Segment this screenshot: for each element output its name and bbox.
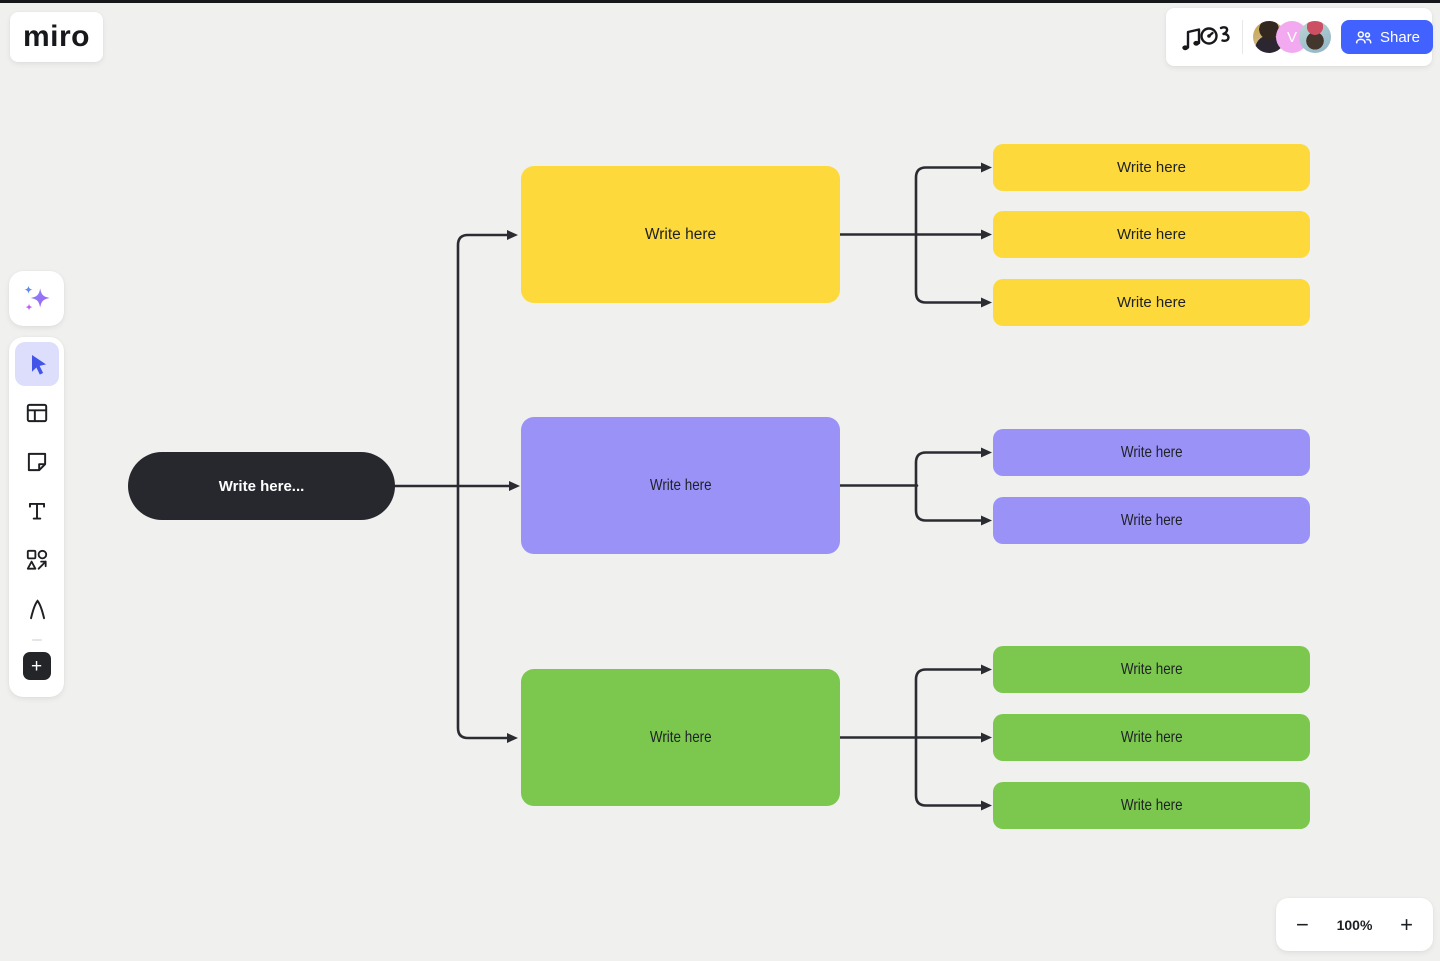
sticky-note-tool[interactable] [15, 440, 59, 484]
mindmap-node-yellow[interactable]: Write here [521, 166, 840, 303]
node-label: Write here [1117, 159, 1186, 176]
connector-yellow-up[interactable] [914, 162, 992, 236]
zoom-in-button[interactable]: + [1400, 911, 1413, 937]
mindmap-leaf-yellow-1[interactable]: Write here [993, 144, 1310, 191]
mindmap-node-green[interactable]: Write here [521, 669, 840, 806]
zoom-controls: − 100% + [1276, 898, 1433, 951]
toolbar: + [9, 337, 64, 697]
node-label: Write here [1120, 443, 1183, 461]
miro-logo-card[interactable]: miro [10, 12, 103, 62]
music-doodle-icon [1182, 26, 1230, 51]
share-label: Share [1379, 28, 1421, 46]
mindmap-leaf-green-1[interactable]: Write here [993, 646, 1310, 693]
root-node-label: Write here... [218, 477, 305, 495]
cursor-icon [31, 355, 46, 375]
connector-green-up[interactable] [914, 664, 992, 739]
templates-tool[interactable] [15, 391, 59, 435]
add-tool-slot: + [15, 646, 59, 686]
select-tool[interactable] [14, 342, 59, 386]
text-icon [28, 502, 45, 520]
mindmap-leaf-green-3[interactable]: Write here [993, 782, 1310, 829]
mindmap-leaf-purple-2[interactable]: Write here [993, 497, 1310, 544]
collaborator-avatars: V [1253, 21, 1331, 53]
topbar-divider [1242, 20, 1243, 54]
connector-root-yellow[interactable] [456, 230, 518, 488]
avatar-collaborator-3[interactable] [1299, 21, 1331, 53]
topbar: V Share [1166, 8, 1433, 66]
frame-layout-icon [26, 403, 47, 423]
connector-yellow-down[interactable] [914, 233, 992, 308]
miro-logo: miro [22, 20, 90, 53]
mindmap-root-node[interactable]: Write here... [128, 452, 395, 520]
connector-purple-down[interactable] [914, 484, 992, 526]
share-button[interactable]: Share [1341, 20, 1433, 54]
window-top-edge [0, 0, 1440, 3]
toolbar-divider [31, 639, 42, 641]
share-people-icon [1355, 30, 1372, 43]
node-label: Write here [1120, 660, 1183, 678]
node-label: Write here [644, 225, 717, 243]
pen-icon [29, 599, 45, 620]
ai-sparkles-icon [23, 285, 50, 310]
connector-purple-up[interactable] [914, 447, 992, 487]
mindmap-leaf-purple-1[interactable]: Write here [993, 429, 1310, 476]
text-tool[interactable] [15, 489, 59, 533]
mindmap-node-purple[interactable]: Write here [521, 417, 840, 554]
mindmap-leaf-green-2[interactable]: Write here [993, 714, 1310, 761]
avatar-initial: V [1286, 28, 1297, 46]
node-label: Write here [1117, 226, 1186, 243]
shapes-tool[interactable] [15, 538, 59, 582]
add-more-tools-button[interactable]: + [22, 652, 51, 680]
shapes-icon [26, 549, 47, 570]
ai-assistant-card[interactable] [9, 271, 64, 326]
node-label: Write here [1120, 796, 1183, 814]
node-label: Write here [1120, 511, 1183, 529]
connector-root-green[interactable] [456, 484, 518, 743]
mindmap-leaf-yellow-2[interactable]: Write here [993, 211, 1310, 258]
node-label: Write here [1120, 728, 1183, 746]
connector-green-down[interactable] [914, 736, 992, 811]
sticky-note-icon [27, 452, 46, 472]
node-label: Write here [649, 476, 712, 494]
node-label: Write here [649, 728, 712, 746]
pen-tool[interactable] [15, 587, 59, 631]
zoom-level[interactable]: 100% [1336, 916, 1373, 933]
mindmap-leaf-yellow-3[interactable]: Write here [993, 279, 1310, 326]
node-label: Write here [1117, 294, 1186, 311]
zoom-out-button[interactable]: − [1296, 911, 1309, 937]
